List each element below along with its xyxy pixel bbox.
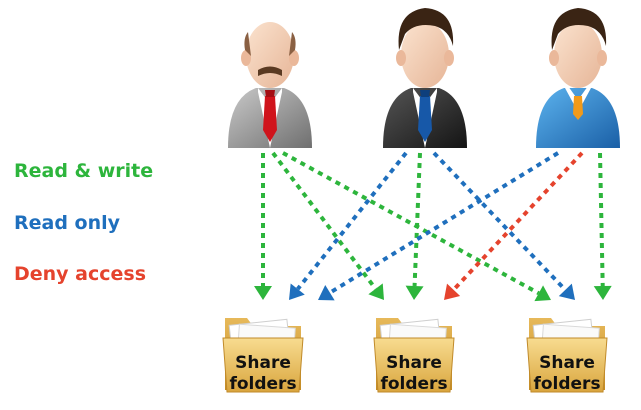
folder-label-line2: folders bbox=[380, 374, 447, 394]
arrow-line bbox=[452, 151, 584, 292]
arrow-line bbox=[328, 151, 560, 295]
legend-read-write: Read & write bbox=[14, 160, 154, 182]
arrow-line bbox=[271, 151, 378, 291]
legend-deny-access: Deny access bbox=[14, 263, 147, 285]
arrow-head bbox=[593, 285, 612, 300]
permission-arrow-read-write bbox=[282, 151, 551, 302]
arrow-head bbox=[254, 286, 272, 300]
share-folder[interactable]: Share folders bbox=[222, 317, 304, 394]
arrow-head bbox=[558, 283, 575, 300]
folder-label-line2: folders bbox=[533, 374, 600, 394]
permission-arrow-read-only bbox=[289, 151, 408, 300]
share-folder[interactable]: Share folders bbox=[526, 317, 608, 394]
legend-read-only: Read only bbox=[14, 212, 121, 234]
folder-label-line1: Share bbox=[235, 353, 291, 373]
arrow-head bbox=[318, 285, 335, 301]
permission-arrows bbox=[254, 151, 612, 302]
permission-arrow-read-write bbox=[593, 152, 612, 300]
arrow-head bbox=[534, 285, 551, 302]
permission-arrow-read-write bbox=[271, 151, 384, 300]
permission-arrow-read-only bbox=[318, 151, 560, 301]
arrow-head bbox=[444, 283, 461, 300]
arrow-head bbox=[368, 283, 384, 300]
arrow-head bbox=[289, 283, 305, 300]
arrow-line bbox=[598, 152, 605, 287]
arrow-line bbox=[432, 151, 567, 292]
casual-man-icon bbox=[536, 8, 620, 148]
permission-arrow-read-write bbox=[405, 152, 424, 300]
folder-label-line1: Share bbox=[539, 353, 595, 373]
arrow-line bbox=[296, 151, 408, 291]
permission-arrow-deny-access bbox=[444, 151, 584, 300]
folder-label-line2: folders bbox=[229, 374, 296, 394]
permission-arrow-read-write bbox=[254, 153, 272, 300]
folder-label-line1: Share bbox=[386, 353, 442, 373]
bald-businessman-icon bbox=[228, 22, 312, 148]
businessman-icon bbox=[383, 8, 467, 148]
permission-arrow-read-only bbox=[432, 151, 575, 300]
arrow-line bbox=[282, 151, 540, 296]
arrow-line bbox=[412, 152, 422, 287]
arrow-head bbox=[405, 285, 424, 300]
share-folder[interactable]: Share folders bbox=[373, 317, 455, 394]
